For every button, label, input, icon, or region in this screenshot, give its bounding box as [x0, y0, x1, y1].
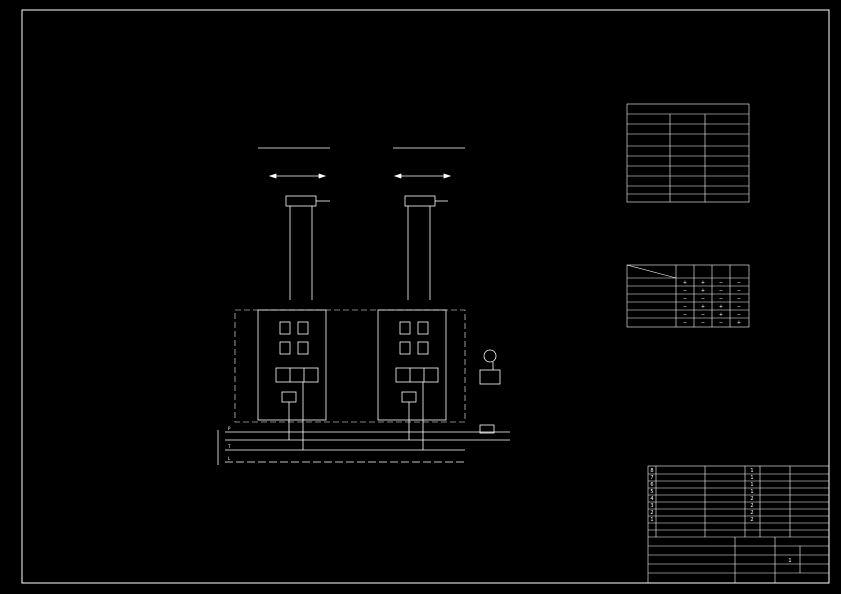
parts-list: [647, 465, 830, 584]
action-marks: + + − − − + − − − − − − − + + − − − + − − − − +: [683, 280, 741, 326]
parts-row-no: 5: [650, 489, 653, 495]
pressure-gauge: [483, 349, 497, 363]
action-cell: −: [719, 288, 723, 294]
directional-valve-1: [275, 367, 319, 383]
action-cell: +: [701, 280, 705, 286]
action-cell: −: [701, 296, 705, 302]
title-block: [648, 536, 829, 583]
action-cell: −: [719, 320, 723, 326]
cylinder-1: [285, 195, 317, 207]
action-cell: +: [719, 312, 723, 318]
action-cell: −: [701, 320, 705, 326]
parts-row-no: 2: [650, 510, 653, 516]
parts-row-qty: 2: [750, 503, 753, 509]
directional-valve-2: [395, 367, 439, 383]
sheet-frame: [21, 9, 830, 584]
action-cell: −: [683, 304, 687, 310]
gauge-pump-group: [479, 349, 501, 434]
parts-row-qty: 1: [750, 468, 753, 474]
action-cell: −: [719, 296, 723, 302]
action-cell: −: [683, 320, 687, 326]
parts-row-no: 4: [650, 496, 653, 502]
action-cell: −: [683, 288, 687, 294]
action-cell: +: [737, 320, 741, 326]
action-cell: −: [737, 304, 741, 310]
action-cell: +: [719, 304, 723, 310]
action-cell: −: [737, 280, 741, 286]
action-cell: +: [701, 304, 705, 310]
bus-lines: [217, 430, 510, 465]
circuit-1: [257, 147, 330, 450]
parts-row-no: 6: [650, 482, 653, 488]
circuit-2: [377, 147, 465, 450]
action-cell: −: [737, 296, 741, 302]
manifold-enclosure: [234, 309, 466, 423]
valve-block-2: [377, 309, 447, 421]
parts-row-qty: 2: [750, 510, 753, 516]
valve-block-1: [257, 309, 327, 421]
title-block-sheet: 1: [788, 558, 791, 564]
parts-row-no: 8: [650, 468, 653, 474]
parts-row-qty: 1: [750, 489, 753, 495]
action-cell: +: [683, 280, 687, 286]
spec-table: [626, 103, 750, 203]
action-cell: −: [683, 312, 687, 318]
parts-row-qty: 2: [750, 517, 753, 523]
parts-row-qty: 1: [750, 475, 753, 481]
action-cell: −: [683, 296, 687, 302]
bus-label-p: P: [228, 426, 231, 431]
action-table: [626, 264, 750, 328]
action-cell: +: [701, 288, 705, 294]
parts-row-qty: 1: [750, 482, 753, 488]
action-cell: −: [701, 312, 705, 318]
cylinder-2: [404, 195, 436, 207]
bus-label-l: L: [228, 456, 231, 461]
parts-row-no: 7: [650, 475, 653, 481]
parts-row-no: 1: [650, 517, 653, 523]
parts-row-no: 3: [650, 503, 653, 509]
bus-label-t: T: [227, 444, 231, 449]
parts-row-qty: 2: [750, 496, 753, 502]
action-cell: −: [737, 288, 741, 294]
action-cell: −: [737, 312, 741, 318]
action-cell: −: [719, 280, 723, 286]
